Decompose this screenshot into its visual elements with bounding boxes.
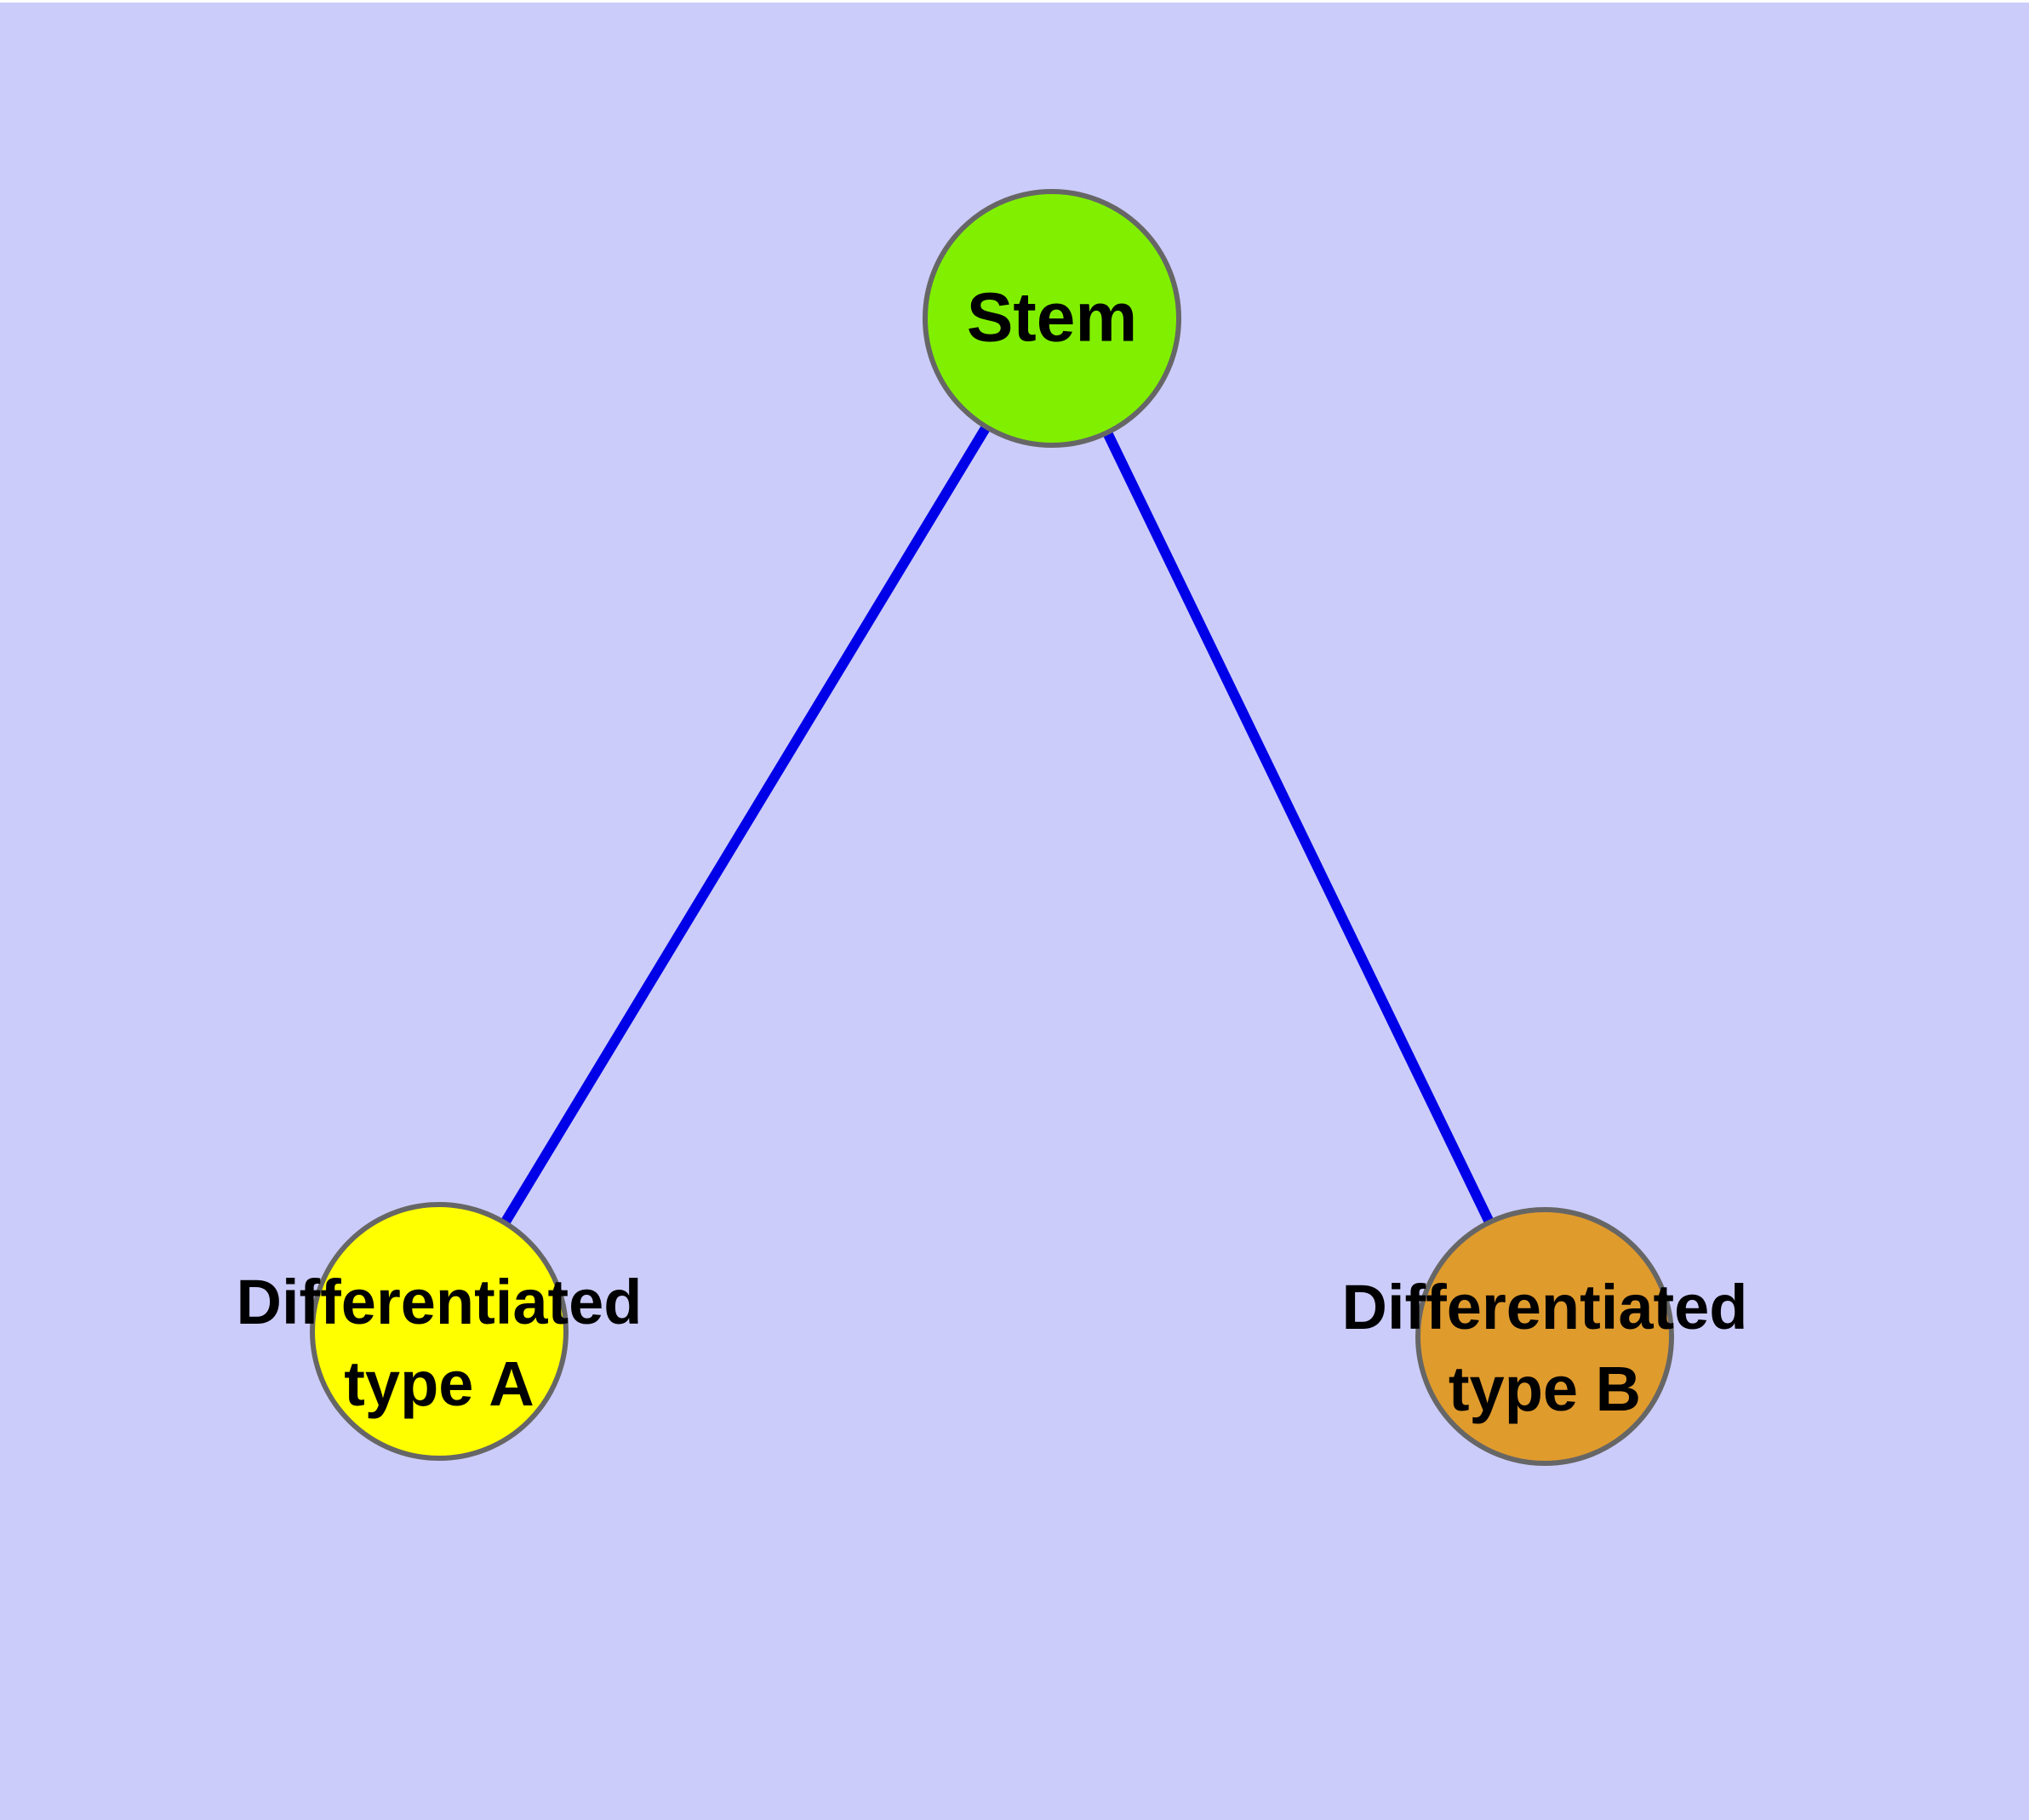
graph-node-stem[interactable] — [923, 189, 1181, 448]
node-layer — [310, 189, 1674, 1466]
edge-layer — [499, 421, 1495, 1228]
graph-edge — [1101, 427, 1495, 1228]
graph-node-diff_b[interactable] — [1415, 1207, 1674, 1466]
graph-node-diff_a[interactable] — [310, 1202, 569, 1461]
graph-edge — [499, 421, 992, 1228]
